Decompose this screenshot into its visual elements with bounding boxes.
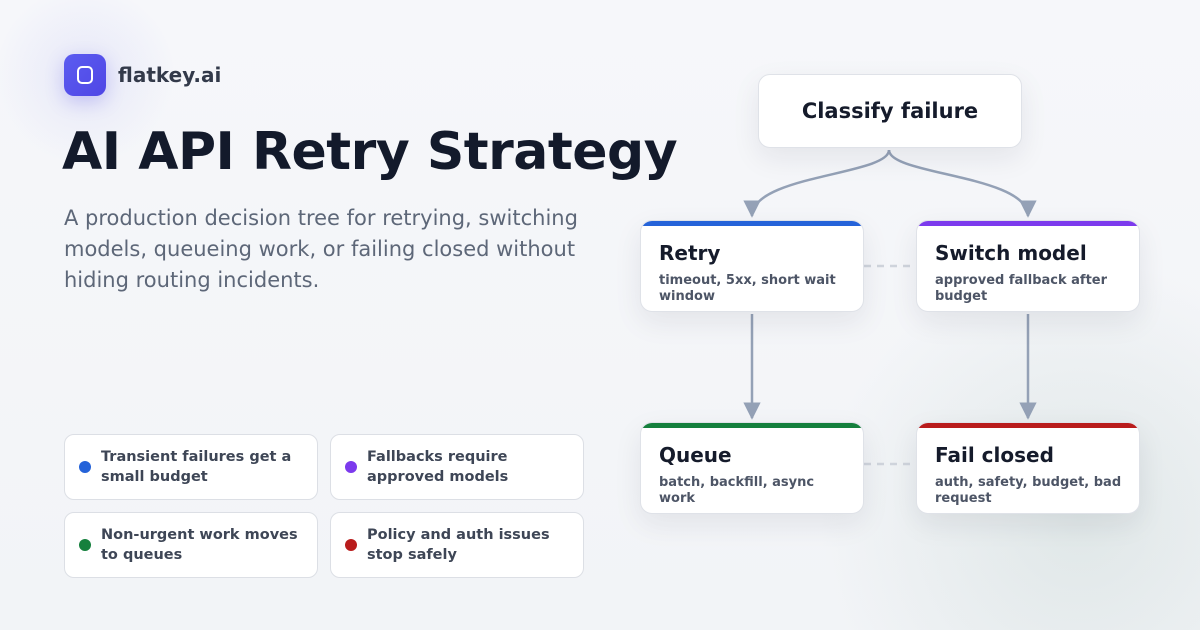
brand-name: flatkey.ai (118, 63, 222, 87)
chip-transient-failures: Transient failures get a small budget (64, 434, 318, 500)
chip-text: Policy and auth issues stop safely (367, 527, 550, 563)
chip-fallbacks: Fallbacks require approved models (330, 434, 584, 500)
node-description: timeout, 5xx, short wait window (659, 273, 836, 304)
chip-dot-icon (345, 461, 357, 473)
node-title: Switch model (935, 241, 1087, 265)
node-switch-model: Switch model approved fallback after bud… (916, 220, 1140, 312)
chip-policy-auth: Policy and auth issues stop safely (330, 512, 584, 578)
connector-root-to-retry (743, 149, 891, 218)
node-title: Fail closed (935, 443, 1054, 467)
connector-root-to-switch (887, 149, 1037, 218)
chip-text: Non-urgent work moves to queues (101, 527, 298, 563)
page-subtitle: A production decision tree for retrying,… (64, 206, 578, 292)
node-description: batch, backfill, async work (659, 475, 815, 506)
node-accent-bar (641, 221, 863, 226)
node-title: Retry (659, 241, 721, 265)
node-title: Queue (659, 443, 732, 467)
node-retry: Retry timeout, 5xx, short wait window (640, 220, 864, 312)
chip-text: Fallbacks require approved models (367, 449, 509, 485)
node-description: approved fallback after budget (935, 273, 1108, 304)
node-accent-bar (917, 423, 1139, 428)
node-accent-bar (641, 423, 863, 428)
node-title: Classify failure (801, 99, 979, 123)
page-title: AI API Retry Strategy (62, 122, 678, 182)
chip-queues: Non-urgent work moves to queues (64, 512, 318, 578)
node-accent-bar (917, 221, 1139, 226)
node-fail-closed: Fail closed auth, safety, budget, bad re… (916, 422, 1140, 514)
brand: flatkey.ai (64, 54, 221, 96)
flatkey-logo-icon (64, 54, 106, 96)
node-description: auth, safety, budget, bad request (935, 475, 1122, 506)
node-classify-failure: Classify failure (758, 74, 1022, 148)
chip-dot-icon (345, 539, 357, 551)
node-queue: Queue batch, backfill, async work (640, 422, 864, 514)
chip-text: Transient failures get a small budget (101, 449, 292, 485)
chip-dot-icon (79, 539, 91, 551)
chip-dot-icon (79, 461, 91, 473)
